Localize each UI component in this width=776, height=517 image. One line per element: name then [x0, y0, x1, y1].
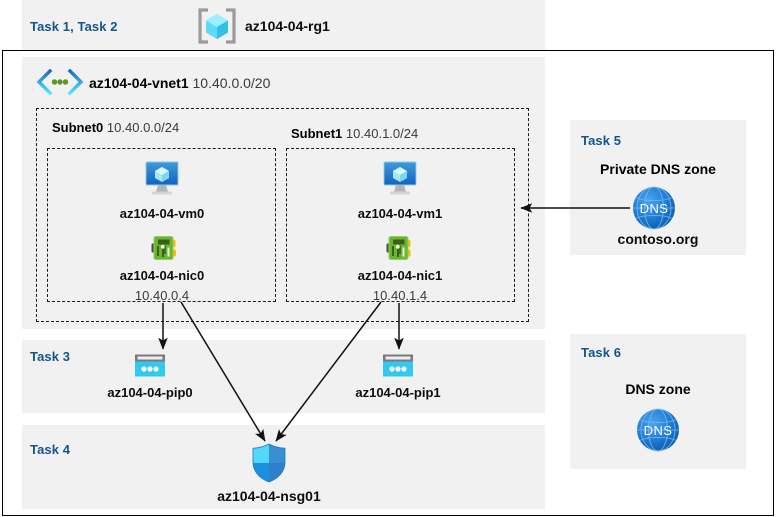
public-ip-panel: [22, 340, 545, 413]
dns-zone-icon-private: DNS: [630, 184, 678, 232]
resource-group-name: az104-04-rg1: [245, 18, 330, 34]
nsg-name: az104-04-nsg01: [217, 488, 321, 504]
public-dns-heading: DNS zone: [625, 381, 691, 397]
nic0-name: az104-04-nic0: [119, 268, 205, 283]
task-label-1-2: Task 1, Task 2: [30, 19, 118, 34]
resource-group-icon: [197, 7, 237, 45]
public-ip-address-icon-pip1: [381, 352, 415, 382]
subnet1-label: Subnet1 10.40.1.0/24: [291, 126, 418, 141]
vm1-name: az104-04-vm1: [357, 206, 443, 221]
vm0-name: az104-04-vm0: [119, 206, 205, 221]
pip1-name: az104-04-pip1: [355, 385, 441, 400]
pip0-name: az104-04-pip0: [107, 385, 193, 400]
private-dns-heading: Private DNS zone: [600, 161, 716, 177]
task-label-5: Task 5: [581, 133, 622, 148]
network-interface-icon-nic1: [384, 232, 416, 264]
subnet1-prefix: 10.40.1.0/24: [345, 126, 419, 141]
task-label-3: Task 3: [30, 349, 71, 364]
dns-zone-icon-public: DNS: [634, 406, 682, 454]
subnet0-label: Subnet0 10.40.0.0/24: [52, 120, 179, 135]
task-label-4: Task 4: [30, 442, 71, 457]
vnet-address-space: 10.40.0.0/20: [192, 75, 271, 91]
private-dns-zone-name: contoso.org: [617, 231, 699, 247]
subnet0-prefix: 10.40.0.0/24: [106, 120, 180, 135]
subnet1-resources-box: [286, 148, 515, 302]
subnet1-name: Subnet1: [291, 126, 343, 141]
vnet-panel: [22, 57, 545, 329]
vnet-label: az104-04-vnet1 10.40.0.0/20: [89, 75, 270, 91]
svg-text:DNS: DNS: [640, 201, 669, 216]
virtual-network-icon: [36, 68, 84, 96]
task-label-6: Task 6: [581, 345, 622, 360]
network-security-group-shield-icon: [250, 442, 288, 484]
subnet0-name: Subnet0: [52, 120, 104, 135]
virtual-machine-icon-vm0: [143, 159, 181, 197]
subnet0-resources-box: [47, 148, 276, 302]
svg-text:DNS: DNS: [644, 423, 673, 438]
vnet-name: az104-04-vnet1: [89, 75, 189, 91]
nic1-name: az104-04-nic1: [357, 268, 443, 283]
resource-group-band: [22, 0, 545, 50]
nic0-ip: 10.40.0.4: [134, 288, 190, 303]
public-ip-address-icon-pip0: [133, 352, 167, 382]
nic1-ip: 10.40.1.4: [372, 288, 428, 303]
virtual-machine-icon-vm1: [381, 159, 419, 197]
network-interface-icon-nic0: [149, 232, 181, 264]
